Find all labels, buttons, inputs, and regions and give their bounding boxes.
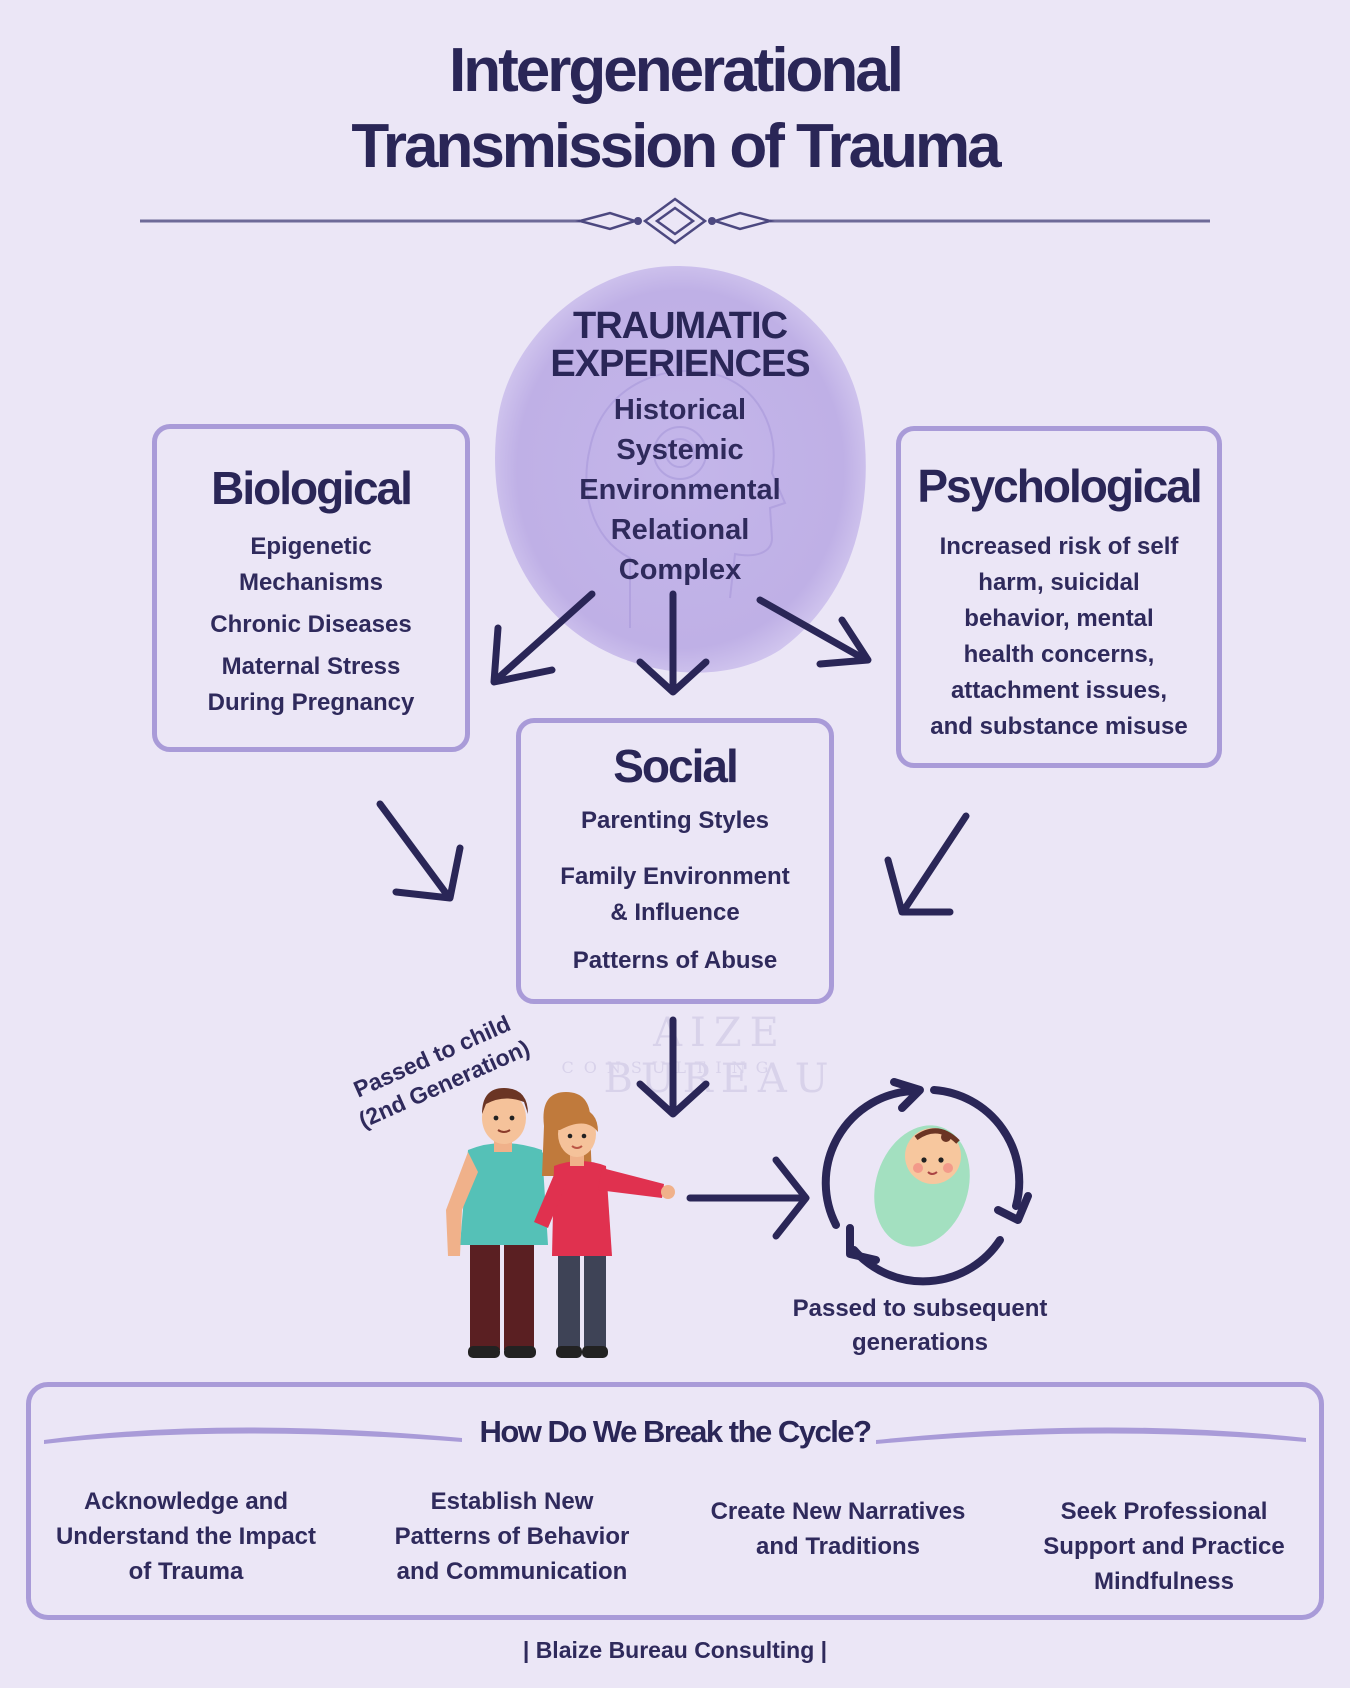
biological-title: Biological [211,462,413,514]
strategy-line: Understand the Impact [55,1523,317,1550]
cycle-baby-illustration [821,1078,1032,1286]
passed-subsequent-line2: generations [851,1329,989,1356]
strategy-line: Mindfulness [1093,1568,1234,1595]
strategy-line: Create New Narratives [710,1498,966,1525]
social-item: Family Environment [560,863,790,890]
biological-box: Biological Epigenetic Mechanisms Chronic… [152,424,470,752]
center-item: Complex [618,554,742,586]
biological-item: Maternal Stress [221,653,401,680]
psychological-title: Psychological [917,460,1202,512]
center-item: Environmental [579,474,781,506]
passed-subsequent-label: Passed to subsequent generations [760,1292,1080,1360]
strategy-line: Support and Practice [1043,1533,1285,1560]
psychological-line: Increased risk of self [939,533,1179,560]
strategy-4: Seek Professional Support and Practice M… [1014,1494,1314,1599]
psychological-line: health concerns, [963,641,1155,668]
mother-figure [534,1092,675,1358]
arrow-social-down [636,1016,710,1118]
center-item: Historical [613,394,747,426]
passed-subsequent-line1: Passed to subsequent [792,1295,1048,1322]
arrow-center-to-psychological [756,596,872,668]
biological-item: Chronic Diseases [210,611,412,638]
psychological-lines: Increased risk of self harm, suicidal be… [901,529,1217,745]
biological-item: During Pregnancy [207,689,415,716]
arrow-parents-to-baby [686,1156,810,1240]
strategy-line: Establish New [430,1488,594,1515]
social-box: Social Parenting Styles Family Environme… [516,718,834,1004]
biological-items: Epigenetic Mechanisms Chronic Diseases M… [157,529,465,721]
strategy-line: of Trauma [128,1558,244,1585]
psychological-line: harm, suicidal [978,569,1140,596]
center-heading-line2: EXPERIENCES [550,343,810,385]
psychological-line: attachment issues, [950,677,1168,704]
psychological-box: Psychological Increased risk of self har… [896,426,1222,768]
biological-item: Mechanisms [238,569,384,596]
psychological-line: behavior, mental [964,605,1154,632]
footer-credit: | Blaize Bureau Consulting | [522,1637,828,1663]
center-items: Historical Systemic Environmental Relati… [475,390,885,590]
watercolor-blob [495,265,866,673]
social-item: Patterns of Abuse [572,947,778,974]
strategy-2: Establish New Patterns of Behavior and C… [362,1484,662,1589]
social-title: Social [613,740,739,792]
arrow-center-to-biological [490,590,596,686]
break-cycle-swooshes [44,1427,1306,1444]
strategy-line: Seek Professional [1060,1498,1268,1525]
cycle-arrows-icon [821,1078,1032,1286]
strategy-1: Acknowledge and Understand the Impact of… [36,1484,336,1589]
page-title-line1: Intergenerational [449,36,904,105]
strategy-3: Create New Narratives and Traditions [688,1494,988,1564]
watermark-line2: CONSULTING [561,1058,779,1077]
parents-illustration [446,1088,675,1358]
break-cycle-box [26,1382,1324,1620]
center-item: Relational [610,514,750,546]
ornamental-divider [140,197,1210,245]
arrow-biological-down [376,800,464,902]
arrow-center-to-social [636,590,710,696]
head-silhouette-icon [585,369,787,628]
psychological-line: and substance misuse [930,713,1188,740]
strategy-line: and Traditions [755,1533,920,1560]
social-items: Parenting Styles Family Environment & In… [521,803,829,979]
social-item: Parenting Styles [580,807,770,834]
center-heading-line1: TRAUMATIC [572,305,788,347]
biological-item: Epigenetic [250,533,372,560]
break-cycle-title: How Do We Break the Cycle? [479,1414,872,1449]
strategy-line: Patterns of Behavior [394,1523,630,1550]
social-item: & Influence [610,899,740,926]
arrow-psychological-down [884,812,970,916]
center-item: Systemic [616,434,744,466]
strategy-line: and Communication [396,1558,628,1585]
baby-icon [874,1125,970,1247]
page-title-line2: Transmission of Trauma [351,112,1001,181]
strategy-line: Acknowledge and [83,1488,289,1515]
